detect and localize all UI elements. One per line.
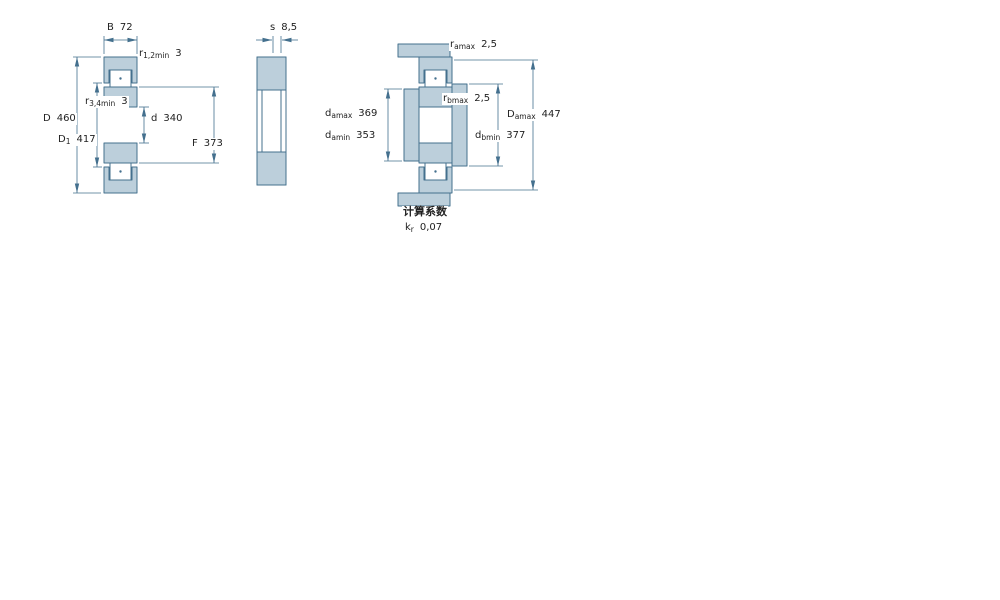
dim-symbol: s [270,22,276,33]
dim-value: 3 [121,96,128,107]
kr-factor-label: kr 0,07 [404,222,444,234]
dim-symbol: r [450,39,455,50]
dim-subscript: amax [331,111,353,120]
dim-symbol: D [58,134,66,145]
roller-center-mark [434,77,437,80]
dim-value: 447 [541,109,561,120]
dim-symbol: d [325,108,332,119]
dim-label-r34min: r3,4min 3 [84,96,129,108]
dim-subscript: amin [331,133,351,142]
dim-value: 340 [163,113,183,124]
dim-value: 8,5 [281,22,298,33]
dim-label-D1: D1 417 [57,134,97,146]
dim-subscript: r [410,225,414,234]
dim-value: 369 [358,108,378,119]
dim-value: 2,5 [474,93,491,104]
dim-subscript: amax [514,112,536,121]
middle-profile-view [256,56,287,186]
dim-symbol: k [405,222,411,233]
housing-shoulder-top [397,43,451,58]
dim-value: 72 [119,22,133,33]
dim-label-s: s 8,5 [269,22,299,34]
roller-center-mark [434,170,437,173]
left-cross-section-view [103,56,138,194]
dim-subscript: bmax [447,96,469,105]
dim-value: 3 [175,48,182,59]
dim-value: 460 [56,113,76,124]
dim-label-Damax: Damax 447 [506,109,562,121]
shaft-shoulder-left [403,88,420,162]
dim-value: 417 [76,134,96,145]
dim-subscript: 3,4min [89,99,116,108]
inner-ring-bottom [418,142,453,164]
dim-symbol: D [507,109,515,120]
left-dimension-lines [73,36,219,194]
dim-label-dbmin: dbmin 377 [474,130,527,142]
roller-center-mark [119,77,122,80]
dim-symbol: d [475,130,482,141]
dim-label-damax: damax 369 [324,108,379,120]
dim-label-F: F 373 [191,138,224,150]
dim-value: 2,5 [481,39,497,50]
dim-value: 377 [506,130,526,141]
dim-value: 0,07 [419,222,443,233]
dim-subscript: bmin [481,133,501,142]
dim-value: 353 [356,130,376,141]
inner-ring-bottom [103,142,138,164]
dim-symbol: D [43,113,51,124]
calculation-factors-title: 计算系数 [402,205,448,218]
dim-subscript: 1,2min [143,51,170,60]
right-mounting-view [397,43,468,207]
dim-symbol: r [85,96,90,107]
dim-label-ramax: ramax 2,5 [449,39,498,51]
dim-symbol: r [443,93,448,104]
dim-label-r12min: r1,2min 3 [138,48,183,60]
middle-dimension-lines [256,36,298,53]
dim-label-d: d 340 [150,113,184,125]
dim-subscript: 1 [65,137,71,146]
right-dimension-lines [384,59,538,191]
dim-symbol: d [151,113,158,124]
outer-ring-band-bottom [256,151,287,186]
dim-label-B: B 72 [106,22,134,34]
dim-symbol: r [139,48,144,59]
dim-subscript: amax [454,42,476,51]
dim-symbol: B [107,22,114,33]
dim-value: 373 [203,138,223,149]
dim-label-damin: damin 353 [324,130,377,142]
dim-label-D: D 460 [42,113,77,125]
dim-label-rbmax: rbmax 2,5 [442,93,492,105]
dim-symbol: d [325,130,332,141]
outer-ring-band-top [256,56,287,91]
dim-symbol: F [192,138,198,149]
roller-center-mark [119,170,122,173]
